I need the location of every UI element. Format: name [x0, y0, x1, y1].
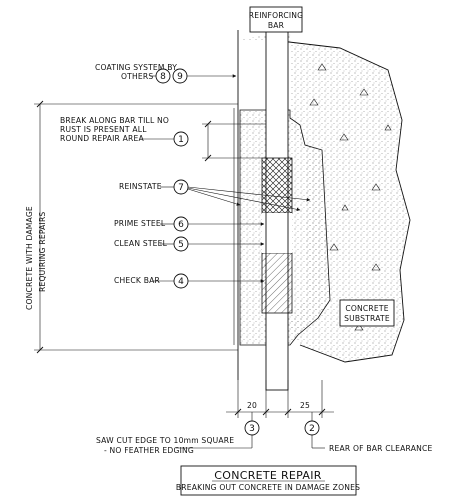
saw-cut-label-1: SAW CUT EDGE TO 10mm SQUARE — [96, 436, 234, 445]
callout-7: 7 — [178, 183, 184, 193]
reinforcing-bar-box — [249, 6, 303, 33]
break-label-3: ROUND REPAIR AREA — [60, 134, 145, 143]
damage-label-2: REQUIRING REPAIRS — [38, 212, 47, 292]
callout-1: 1 — [178, 135, 184, 145]
callout-4: 4 — [178, 277, 184, 287]
clean-steel-label: CLEAN STEEL — [114, 239, 168, 248]
title-main: CONCRETE REPAIR — [214, 469, 321, 482]
title-sub: BREAKING OUT CONCRETE IN DAMAGE ZONES — [176, 483, 360, 492]
callout-9: 9 — [177, 72, 183, 82]
dim-left: 20 — [247, 401, 257, 410]
check-bar-label: CHECK BAR — [114, 276, 161, 285]
callout-2: 2 — [309, 424, 315, 434]
clean-prime-gap — [262, 213, 292, 253]
saw-cut-label-2: - NO FEATHER EDGING — [104, 446, 194, 455]
rear-clearance-label: REAR OF BAR CLEARANCE — [329, 444, 432, 453]
title-block — [180, 465, 357, 496]
reinstate-zone — [261, 157, 293, 214]
substrate-box — [339, 299, 395, 327]
substrate-boundary — [271, 39, 411, 363]
callout-6: 6 — [178, 220, 184, 230]
substrate-label-2: SUBSTRATE — [344, 314, 390, 323]
callout-5: 5 — [178, 240, 184, 250]
reinstate-label: REINSTATE — [119, 182, 162, 191]
dim-right: 25 — [300, 401, 310, 410]
damage-label-1: CONCRETE WITH DAMAGE — [25, 206, 34, 310]
coating-label-1: COATING SYSTEM BY — [95, 63, 177, 72]
callout-bubble-1 — [173, 131, 189, 147]
break-label-2: RUST IS PRESENT ALL — [60, 125, 147, 134]
reinforcing-bar-label-1: REINFORCING — [249, 11, 304, 20]
callout-8: 8 — [160, 72, 166, 82]
break-label-1: BREAK ALONG BAR TILL NO — [60, 116, 169, 125]
prime-steel-label: PRIME STEEL — [114, 219, 166, 228]
coating-label-2: OTHERS — [121, 72, 153, 81]
aggregate-marks — [309, 63, 392, 331]
callout-3: 3 — [249, 424, 255, 434]
substrate-label-1: CONCRETE — [345, 304, 388, 313]
callout-bubble-8 — [155, 68, 171, 84]
check-bar-zone — [261, 252, 293, 314]
reinforcing-bar-label-2: BAR — [268, 21, 285, 30]
